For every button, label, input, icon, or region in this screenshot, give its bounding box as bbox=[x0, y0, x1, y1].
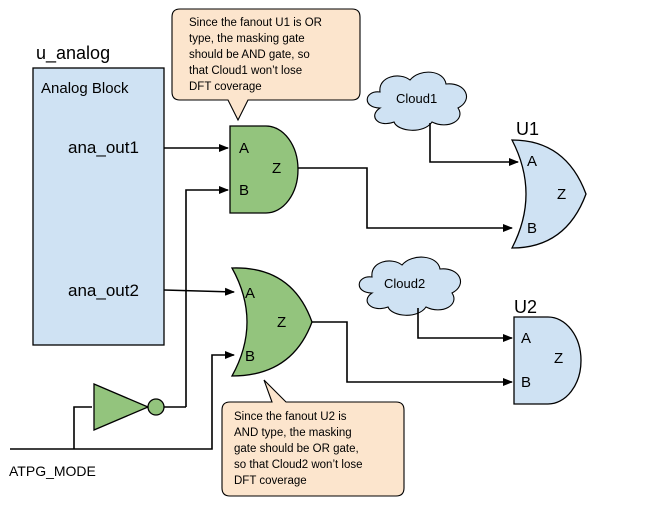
port-ana-out1: ana_out1 bbox=[68, 138, 139, 157]
module-name: u_analog bbox=[36, 43, 110, 64]
u2-pin-b: B bbox=[521, 374, 531, 391]
wire-cloud2-to-u2-a bbox=[417, 308, 513, 342]
and-pin-z: Z bbox=[272, 160, 281, 177]
and-pin-a: A bbox=[239, 140, 249, 157]
masking-or-gate bbox=[230, 267, 313, 377]
or-pin-z: Z bbox=[277, 314, 286, 331]
note-top-text: Since the fanout U1 is OR type, the mask… bbox=[189, 17, 325, 93]
or-pin-b: B bbox=[245, 348, 255, 365]
note-bottom-callout bbox=[221, 379, 405, 497]
note-bottom-text: Since the fanout U2 is AND type, the mas… bbox=[234, 411, 366, 487]
wire-atpg-mode-to-inverter bbox=[73, 406, 92, 449]
inverter-gate bbox=[93, 383, 150, 431]
and-pin-b: B bbox=[239, 182, 249, 199]
note-top-callout bbox=[171, 8, 361, 122]
u2-label: U2 bbox=[514, 297, 537, 317]
wire-atpg-mode-to-or-b bbox=[10, 351, 235, 450]
analog-block-label: Analog Block bbox=[41, 80, 129, 97]
cloud2 bbox=[358, 256, 462, 316]
u1-pin-b: B bbox=[527, 220, 537, 237]
inverter-bubble bbox=[147, 398, 165, 416]
wire-or-z-to-u2-b bbox=[310, 321, 513, 386]
u2-pin-a: A bbox=[521, 330, 531, 347]
u1-or-gate bbox=[510, 139, 587, 249]
cloud1 bbox=[366, 71, 468, 131]
cloud2-label: Cloud2 bbox=[384, 276, 425, 291]
u2-pin-z: Z bbox=[554, 350, 563, 367]
analog-block bbox=[32, 67, 165, 346]
cloud1-label: Cloud1 bbox=[396, 91, 437, 106]
masking-and-gate bbox=[229, 125, 299, 214]
or-pin-a: A bbox=[245, 285, 255, 302]
u1-pin-a: A bbox=[527, 153, 537, 170]
wire-inverter-to-and-b bbox=[185, 186, 229, 407]
atpg-mode-label: ATPG_MODE bbox=[9, 463, 96, 479]
wire-ana-out2-to-or-a bbox=[163, 287, 235, 296]
u1-label: U1 bbox=[516, 119, 539, 139]
wire-cloud1-to-u1-a bbox=[429, 123, 519, 166]
port-ana-out2: ana_out2 bbox=[68, 281, 139, 300]
wire-and-z-to-u1-b bbox=[298, 167, 513, 232]
u2-and-gate bbox=[513, 316, 582, 405]
u1-pin-z: Z bbox=[557, 186, 566, 203]
